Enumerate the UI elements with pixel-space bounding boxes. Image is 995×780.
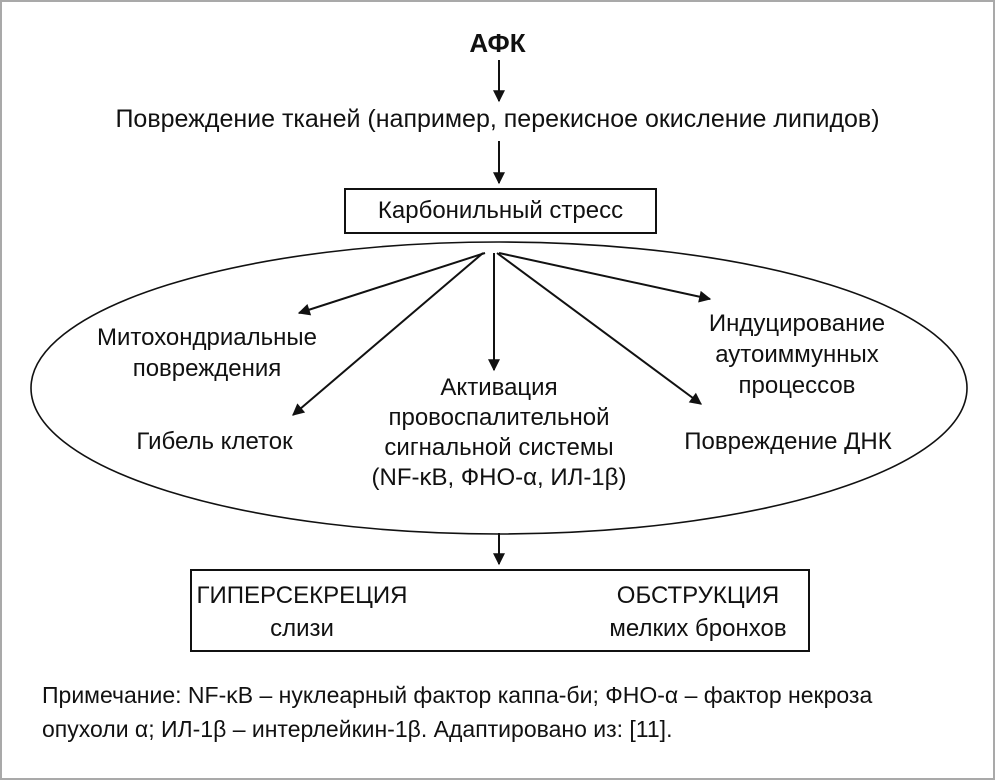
carbonyl-stress-box: Карбонильный стресс: [344, 188, 657, 234]
diagram-title: АФК: [469, 28, 526, 58]
effect-inflammatory-activation: Активация провоспалительной сигнальной с…: [371, 374, 627, 491]
footnote-text: Примечание: NF-κB – нуклеарный фактор ка…: [42, 682, 873, 742]
outcome-obstruction: ОБСТРУКЦИЯ мелких бронхов: [588, 579, 808, 645]
outcome-hypersecretion: ГИПЕРСЕКРЕЦИЯ слизи: [192, 579, 412, 645]
tissue-damage-text: Повреждение тканей (например, перекисное…: [115, 105, 880, 133]
effect-autoimmune-induction: Индуцирование аутоиммунных процессов: [708, 310, 886, 399]
effect-mitochondrial-damage: Митохондриальные повреждения: [97, 324, 317, 382]
outcome-hypersecretion-sub: слизи: [270, 615, 334, 642]
arrow-carbonyl-to-autoimmune: [498, 252, 712, 303]
carbonyl-stress-label: Карбонильный стресс: [377, 197, 624, 224]
outcome-obstruction-sub: мелких бронхов: [609, 615, 787, 642]
arrow-carbonyl-to-mitochondrial: [297, 252, 486, 316]
effect-dna-damage: Повреждение ДНК: [684, 428, 892, 455]
outcome-obstruction-title: ОБСТРУКЦИЯ: [616, 582, 780, 609]
outcome-hypersecretion-title: ГИПЕРСЕКРЕЦИЯ: [196, 582, 408, 609]
effect-cell-death: Гибель клеток: [136, 428, 293, 455]
outcomes-box: ГИПЕРСЕКРЕЦИЯ слизи ОБСТРУКЦИЯ мелких бр…: [190, 569, 810, 652]
